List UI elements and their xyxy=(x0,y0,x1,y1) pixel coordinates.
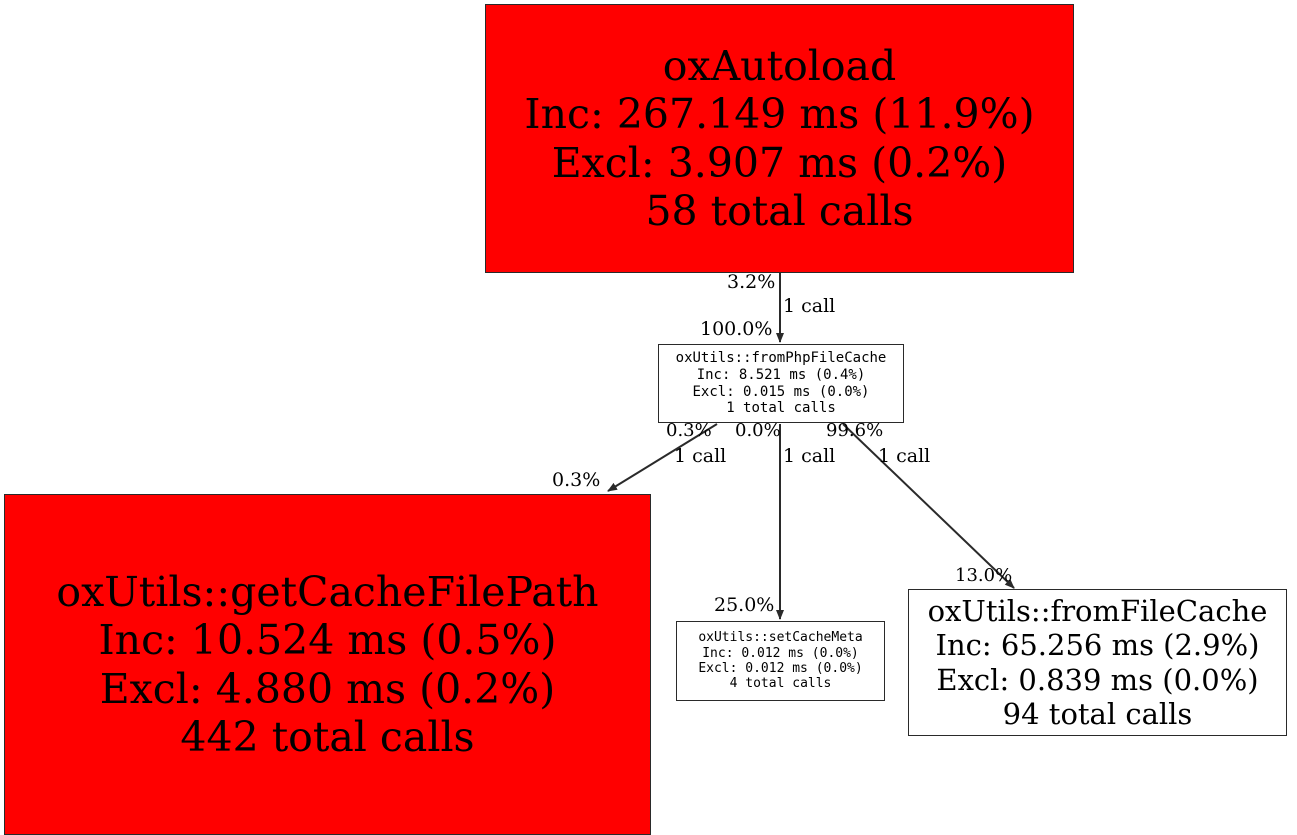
node-exclusive-time: Excl: 0.012 ms (0.0%) xyxy=(698,661,863,676)
node-function-name: oxUtils::fromFileCache xyxy=(927,594,1268,629)
node-function-name: oxUtils::setCacheMeta xyxy=(698,630,863,646)
node-function-name: oxUtils::getCacheFilePath xyxy=(56,567,599,616)
node-total-calls: 94 total calls xyxy=(1002,696,1193,731)
edge-label-tail-pct-oxautoload-fromphpfilecache: 3.2% xyxy=(727,271,776,293)
node-function-name: oxAutoload xyxy=(662,41,897,90)
node-inclusive-time: Inc: 0.012 ms (0.0%) xyxy=(702,645,859,661)
node-exclusive-time: Excl: 4.880 ms (0.2%) xyxy=(99,664,556,713)
node-exclusive-time: Excl: 3.907 ms (0.2%) xyxy=(551,138,1008,187)
graph-node-setcachemeta[interactable]: oxUtils::setCacheMeta Inc: 0.012 ms (0.0… xyxy=(676,621,885,701)
node-exclusive-time: Excl: 0.839 ms (0.0%) xyxy=(936,662,1259,697)
edge-label-head-pct-oxautoload-fromphpfilecache: 100.0% xyxy=(700,318,773,340)
edge-label-calls-fromphpfilecache-fromfilecache: 1 call xyxy=(878,445,931,467)
edge-label-calls-fromphpfilecache-getcachefilepath: 1 call xyxy=(674,445,727,467)
node-total-calls: 1 total calls xyxy=(726,400,836,417)
node-total-calls: 58 total calls xyxy=(645,186,914,235)
node-function-name: oxUtils::fromPhpFileCache xyxy=(675,350,887,367)
edge-label-head-pct-fromphpfilecache-fromfilecache: 13.0% xyxy=(955,565,1013,586)
graph-node-oxautoload[interactable]: oxAutoload Inc: 267.149 ms (11.9%) Excl:… xyxy=(485,4,1074,273)
node-inclusive-time: Inc: 10.524 ms (0.5%) xyxy=(98,616,557,665)
edge-label-tail-pct-fromphpfilecache-fromfilecache: 99.6% xyxy=(826,420,884,441)
edge-label-head-pct-fromphpfilecache-getcachefilepath: 0.3% xyxy=(552,469,601,491)
node-inclusive-time: Inc: 267.149 ms (11.9%) xyxy=(524,90,1035,139)
edge-label-calls-fromphpfilecache-setcachemeta: 1 call xyxy=(783,445,836,467)
graph-node-fromfilecache[interactable]: oxUtils::fromFileCache Inc: 65.256 ms (2… xyxy=(908,589,1287,736)
edge-label-head-pct-fromphpfilecache-setcachemeta: 25.0% xyxy=(714,594,775,616)
graph-node-fromphpfilecache[interactable]: oxUtils::fromPhpFileCache Inc: 8.521 ms … xyxy=(658,344,904,423)
node-inclusive-time: Inc: 8.521 ms (0.4%) xyxy=(696,366,866,383)
node-inclusive-time: Inc: 65.256 ms (2.9%) xyxy=(935,628,1260,663)
graph-node-getcachefilepath[interactable]: oxUtils::getCacheFilePath Inc: 10.524 ms… xyxy=(4,494,651,835)
node-total-calls: 442 total calls xyxy=(180,712,475,761)
edge-label-tail-pct-fromphpfilecache-setcachemeta: 0.0% xyxy=(735,420,781,441)
edge-label-tail-pct-fromphpfilecache-getcachefilepath: 0.3% xyxy=(666,420,712,441)
node-total-calls: 4 total calls xyxy=(729,676,832,692)
node-exclusive-time: Excl: 0.015 ms (0.0%) xyxy=(692,383,870,400)
edge-label-calls-oxautoload-fromphpfilecache: 1 call xyxy=(783,295,836,317)
